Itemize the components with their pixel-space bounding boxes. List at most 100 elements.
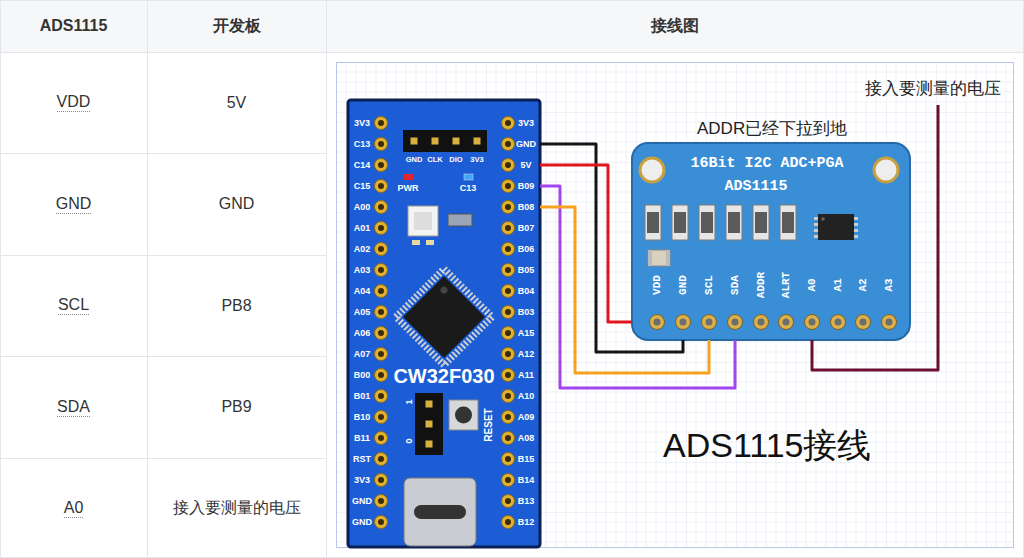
table-cell: 5V	[147, 52, 326, 153]
pin-hole	[502, 180, 515, 193]
pin-label: GND	[678, 275, 689, 295]
table-cell-text: PB9	[221, 398, 251, 416]
table-cell-text: SDA	[57, 398, 90, 417]
pin-label: A04	[354, 287, 371, 296]
pin-hole	[502, 474, 515, 487]
table-cell: VDD	[0, 52, 147, 153]
table-cell: PB9	[147, 356, 326, 458]
pin-hole	[502, 117, 515, 130]
chip-body	[818, 214, 854, 240]
jumper-label: 1	[405, 399, 414, 404]
button-cap	[455, 407, 472, 424]
user-led	[464, 174, 473, 180]
capacitor	[648, 250, 670, 266]
header-pin	[432, 138, 439, 145]
pin1-dot	[821, 217, 825, 221]
header-pin	[411, 138, 418, 145]
pin-hole	[502, 369, 515, 382]
board-body	[348, 100, 540, 547]
pin-label: A01	[354, 224, 371, 233]
pin1-dot	[439, 285, 449, 295]
mcu-chip	[396, 269, 492, 365]
crystal	[408, 206, 438, 245]
pin-hole	[375, 453, 388, 466]
jumper-pin	[426, 421, 433, 428]
pin-hole	[375, 285, 388, 298]
pin-hole	[375, 201, 388, 214]
table-cell-text: GND	[219, 195, 255, 213]
pin-hole	[375, 516, 388, 529]
resistor	[645, 205, 661, 240]
pin-label: A05	[354, 308, 371, 317]
input-note: 接入要测量的电压	[865, 79, 1001, 99]
pin-label: A0	[807, 278, 818, 291]
resistor	[672, 205, 688, 240]
led-label: C13	[460, 184, 477, 193]
pin-label: A00	[354, 203, 371, 212]
column-header: ADS1115	[40, 17, 108, 35]
button-label: RESET	[484, 408, 494, 441]
pin-label: B01	[354, 392, 371, 401]
header-pin	[453, 138, 460, 145]
pin-label: C14	[354, 161, 371, 170]
power-led	[404, 174, 413, 180]
reset-button	[449, 400, 478, 430]
resistor	[780, 205, 796, 240]
dev-board-drawing	[348, 100, 540, 547]
pin-hole	[702, 315, 717, 330]
table-cell: 接线图	[326, 0, 1024, 52]
pin-hole	[676, 315, 691, 330]
pin-label: B08	[518, 203, 535, 212]
pin-label: 3V3	[354, 476, 370, 485]
pin-hole	[375, 411, 388, 424]
pin-hole	[502, 390, 515, 403]
mount-hole	[874, 158, 898, 182]
pin-hole	[502, 285, 515, 298]
module-body	[632, 143, 910, 340]
table-cell: GND	[147, 153, 326, 255]
pin-label: C15	[354, 182, 371, 191]
smd-part	[412, 240, 420, 245]
table-cell: 接入要测量的电压	[147, 458, 326, 558]
pin-holes	[375, 117, 515, 529]
table-cell-text: GND	[56, 195, 92, 214]
pin-hole	[882, 315, 897, 330]
pin-label: GND	[352, 497, 372, 506]
table-cell-text: PB8	[221, 297, 251, 315]
usb-slot	[414, 505, 466, 519]
pin-label: A03	[354, 266, 371, 275]
pin-label: A02	[354, 245, 371, 254]
header-pin-label: CLK	[427, 156, 442, 164]
pin-hole	[375, 474, 388, 487]
pin-label: B00	[354, 371, 371, 380]
table-cell: A0	[0, 458, 147, 558]
resistor	[753, 205, 769, 240]
pin-hole	[502, 516, 515, 529]
pin-hole	[502, 306, 515, 319]
pin-hole	[375, 159, 388, 172]
pin-label: A3	[884, 278, 895, 291]
pin-label: 3V3	[354, 119, 370, 128]
table-cell-text: SCL	[58, 296, 89, 315]
pin-hole	[502, 453, 515, 466]
pin-label: B11	[354, 434, 370, 443]
mcu-body	[403, 276, 485, 358]
pin-hole	[502, 411, 515, 424]
pin-label: A10	[518, 392, 535, 401]
mcu-pins	[396, 269, 492, 365]
wire	[540, 186, 735, 388]
pin-label: B05	[518, 266, 535, 275]
pin-label: ALRT	[781, 272, 792, 298]
pin-hole	[805, 315, 820, 330]
adc-module-drawing	[632, 143, 910, 340]
pin-label: VDD	[652, 275, 663, 295]
pin-hole	[375, 369, 388, 382]
table-cell-text: 接入要测量的电压	[173, 498, 301, 519]
adc-module: 16Bit I2C ADC+PGAADS1115VDDGNDSCLSDAADDR…	[632, 143, 910, 340]
pin-hole	[502, 264, 515, 277]
table-cell: ADS1115	[0, 0, 147, 52]
pin-hole	[375, 390, 388, 403]
header-body	[403, 130, 487, 152]
